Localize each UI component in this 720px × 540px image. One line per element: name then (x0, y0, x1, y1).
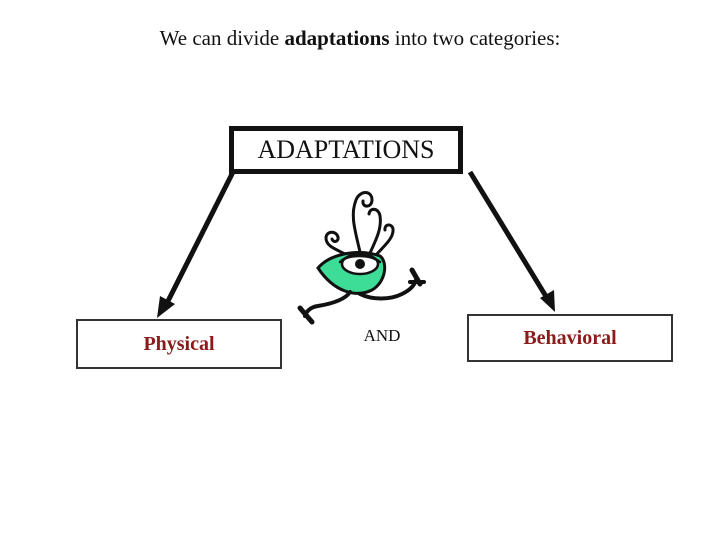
arrow-to-physical (163, 170, 236, 307)
adaptations-node: ADAPTATIONS (229, 126, 463, 174)
slide-heading: We can divide adaptations into two categ… (0, 26, 720, 51)
arrowhead-physical (157, 296, 175, 318)
adaptations-label: ADAPTATIONS (257, 135, 435, 164)
arrow-to-behavioral (467, 170, 550, 300)
physical-label: Physical (143, 332, 215, 355)
heading-emphasis: adaptations (284, 26, 390, 50)
behavioral-node: Behavioral (467, 314, 673, 362)
and-connector-label: AND (363, 326, 401, 345)
creature-clipart-icon (297, 191, 426, 325)
heading-text-after: into two categories: (389, 26, 561, 50)
behavioral-label: Behavioral (523, 326, 617, 349)
physical-node: Physical (76, 319, 282, 369)
arrowhead-behavioral (540, 290, 555, 312)
heading-text-before: We can divide (159, 26, 285, 50)
